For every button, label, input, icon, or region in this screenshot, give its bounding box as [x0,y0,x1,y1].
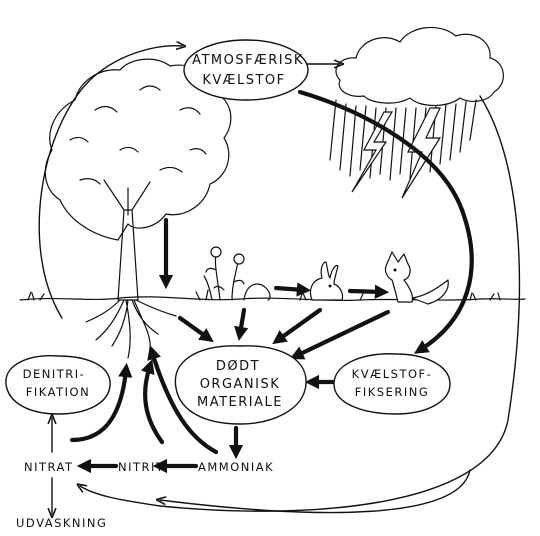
node-nitrogen-fixation: KVÆLSTOF- FIKSERING [333,353,451,415]
label-ammonium: AMMONIAK [198,460,274,474]
rabbit [309,261,344,301]
label-nitrate: NITRAT [24,460,74,474]
node-atmospheric-nitrogen: ATMOSFÆRISK KVÆLSTOF [183,39,309,101]
lightning [351,107,442,199]
atmosphere-line-1: ATMOSFÆRISK [192,53,304,68]
dead-matter-line-1: DØDT [216,359,260,374]
dead-matter-line-3: MATERIALE [197,395,283,410]
label-nitrite: NITRIT [118,460,164,474]
thundercloud [329,26,504,181]
fixation-line-1: KVÆLSTOF- [352,367,433,381]
atmosphere-line-2: KVÆLSTOF [202,73,285,88]
denitrification-line-2: FIKATION [26,385,90,399]
dead-matter-line-2: ORGANISK [200,377,281,392]
heavy-arrows [69,89,474,474]
tree-with-roots [44,58,232,359]
node-dead-organic-matter: DØDT ORGANISK MATERIALE [174,345,307,425]
ground-line [19,296,526,301]
flowers [195,246,271,301]
label-leaching: UDVASKNING [16,516,107,530]
denitrification-line-1: DENITRI- [23,367,86,381]
fixation-line-2: FIKSERING [355,385,430,399]
thin-arrows [38,46,521,514]
fox [384,251,449,305]
node-denitrification: DENITRI- FIKATION [5,355,111,415]
